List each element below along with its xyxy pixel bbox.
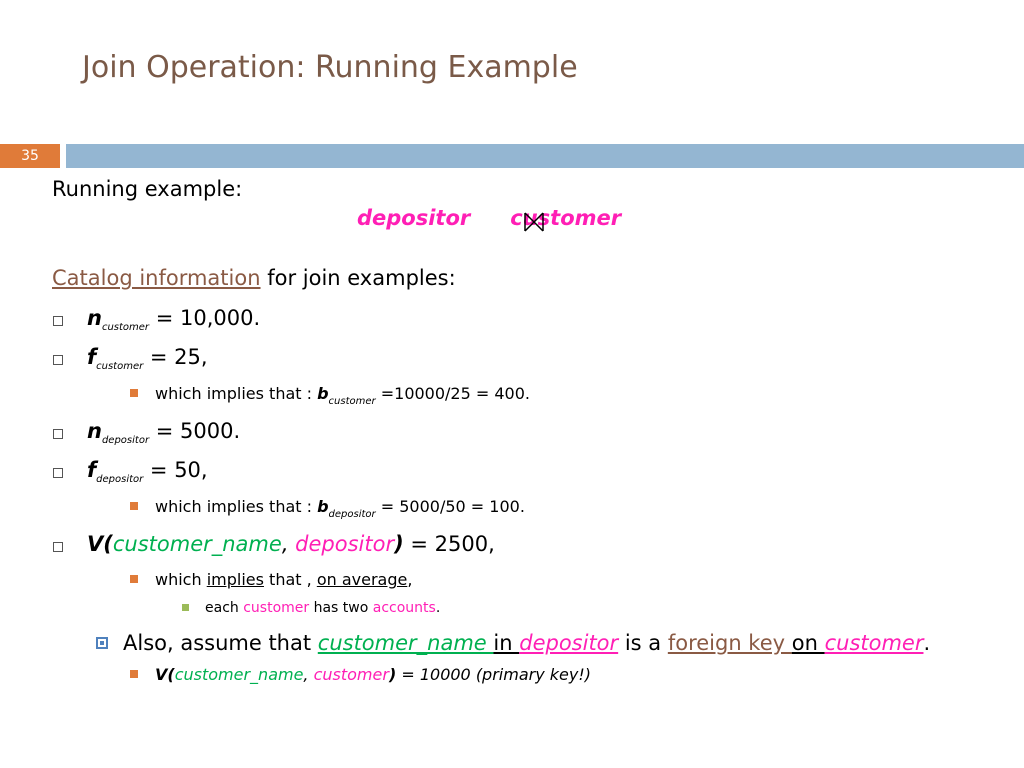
text-run: = 25,	[143, 345, 208, 369]
text-run: in	[493, 631, 520, 655]
text-run: for join examples:	[260, 266, 456, 290]
text-run: .	[435, 600, 441, 616]
text-run: ,	[303, 665, 314, 684]
square-bullet-icon	[130, 670, 138, 678]
subscript-text: customer	[101, 322, 150, 333]
line-two-accounts: each customer has two accounts.	[205, 600, 440, 616]
subscript-text: customer	[96, 361, 144, 372]
text-run: =10000/25 = 400.	[375, 384, 530, 403]
text-run: b	[317, 384, 329, 403]
text-run: which implies that :	[155, 497, 318, 516]
blue-box-bullet-icon	[96, 637, 108, 649]
box-bullet-icon	[53, 468, 63, 478]
title-underline-bar	[66, 144, 1024, 168]
join-left-relation: depositor	[357, 206, 471, 230]
text-run: Catalog information	[52, 266, 261, 290]
text-run: which implies that :	[155, 384, 318, 403]
small-square-bullet-icon	[182, 604, 189, 611]
text-run: = 2500,	[403, 532, 495, 556]
line-catalog-heading: Catalog information for join examples:	[52, 266, 456, 290]
text-run: V(	[87, 532, 113, 556]
text-run: on	[791, 631, 825, 655]
line-foreign-key: Also, assume that customer_name in depos…	[123, 631, 930, 655]
text-run: = 10,000.	[149, 306, 261, 330]
text-run: ,	[407, 570, 413, 589]
subscript-text: depositor	[328, 509, 376, 520]
text-run: customer	[313, 665, 389, 684]
text-run: customer_name	[174, 665, 304, 684]
text-run: V(	[155, 665, 175, 684]
line-f-customer: fcustomer = 25,	[87, 345, 208, 372]
text-run: f	[87, 345, 97, 369]
box-bullet-icon	[53, 542, 63, 552]
text-run: each	[205, 600, 244, 616]
square-bullet-icon	[130, 575, 138, 583]
line-b-customer: which implies that : bcustomer =10000/25…	[155, 384, 530, 407]
text-run: that ,	[263, 570, 317, 589]
text-run: customer	[824, 631, 924, 655]
text-run: ,	[281, 532, 296, 556]
text-run: on average	[316, 570, 408, 589]
text-run: depositor	[295, 532, 395, 556]
square-bullet-icon	[130, 502, 138, 510]
box-bullet-icon	[53, 429, 63, 439]
subscript-text: depositor	[96, 474, 144, 485]
subscript-text: depositor	[101, 435, 150, 446]
text-run: has two	[309, 600, 373, 616]
square-bullet-icon	[130, 389, 138, 397]
text-run: = 50,	[143, 458, 208, 482]
text-run: b	[317, 497, 329, 516]
box-bullet-icon	[53, 316, 63, 326]
box-bullet-icon	[53, 355, 63, 365]
join-right-relation: customer	[510, 206, 622, 230]
line-b-depositor: which implies that : bdepositor = 5000/5…	[155, 497, 525, 520]
text-run: depositor	[519, 631, 619, 655]
text-run: customer_name	[317, 631, 494, 655]
text-run: )	[388, 665, 397, 684]
text-run: foreign key	[667, 631, 792, 655]
text-run: accounts	[372, 600, 436, 616]
line-f-depositor: fdepositor = 50,	[87, 458, 208, 485]
join-expression: depositor customer	[357, 206, 621, 230]
text-run: = 5000.	[149, 419, 241, 443]
text-run: n	[87, 419, 102, 443]
line-v-depositor: V(customer_name, depositor) = 2500,	[87, 532, 495, 556]
text-run: = 5000/50 = 100.	[375, 497, 525, 516]
text-run: customer	[243, 600, 310, 616]
text-run: f	[87, 458, 97, 482]
slide-title: Join Operation: Running Example	[82, 50, 578, 85]
line-v-customer: V(customer_name, customer) = 10000 (prim…	[155, 665, 591, 684]
line-n-customer: ncustomer = 10,000.	[87, 306, 260, 333]
text-run: n	[87, 306, 102, 330]
text-run: = 10000	[396, 665, 476, 684]
text-run: Also, assume that	[123, 631, 318, 655]
text-run: (primary key!)	[475, 665, 591, 684]
text-run: which	[155, 570, 207, 589]
natural-join-icon	[524, 212, 544, 232]
text-run: )	[394, 532, 404, 556]
text-run: is a	[618, 631, 668, 655]
line-on-average: which implies that , on average,	[155, 570, 412, 589]
text-run: customer_name	[112, 532, 282, 556]
text-run: .	[923, 631, 931, 655]
text-run: implies	[206, 570, 264, 589]
subscript-text: customer	[328, 396, 376, 407]
slide-number: 35	[0, 144, 60, 168]
line-n-depositor: ndepositor = 5000.	[87, 419, 240, 446]
intro-text: Running example:	[52, 177, 243, 201]
